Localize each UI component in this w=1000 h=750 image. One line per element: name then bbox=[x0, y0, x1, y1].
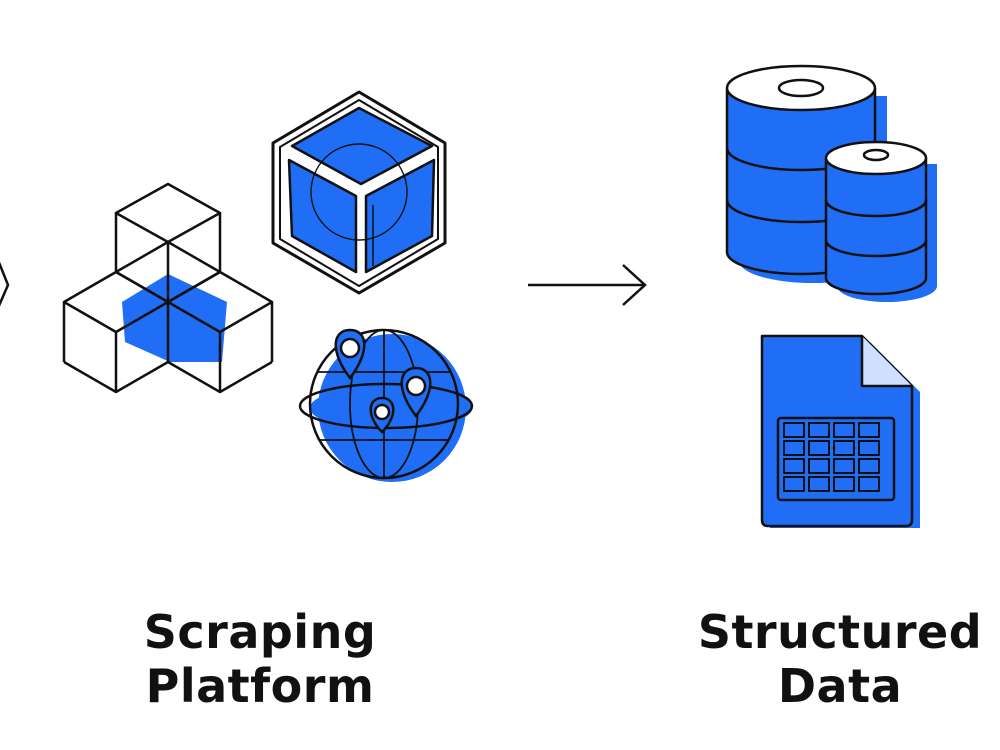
arrow-right-icon bbox=[528, 264, 647, 306]
cube-box-icon bbox=[271, 90, 447, 295]
structured-data-label: Structured Data bbox=[680, 605, 1000, 713]
cubes-cluster-icon bbox=[62, 182, 274, 394]
spreadsheet-file-icon bbox=[760, 334, 920, 528]
globe-pins-icon bbox=[298, 328, 474, 482]
label-line: Data bbox=[777, 659, 903, 713]
label-line: Platform bbox=[145, 659, 375, 713]
label-line: Structured bbox=[697, 605, 983, 659]
edge-arrow-icon bbox=[0, 261, 10, 307]
database-icon bbox=[725, 64, 937, 302]
scraping-platform-label: Scraping Platform bbox=[110, 605, 410, 713]
label-line: Scraping bbox=[143, 605, 377, 659]
